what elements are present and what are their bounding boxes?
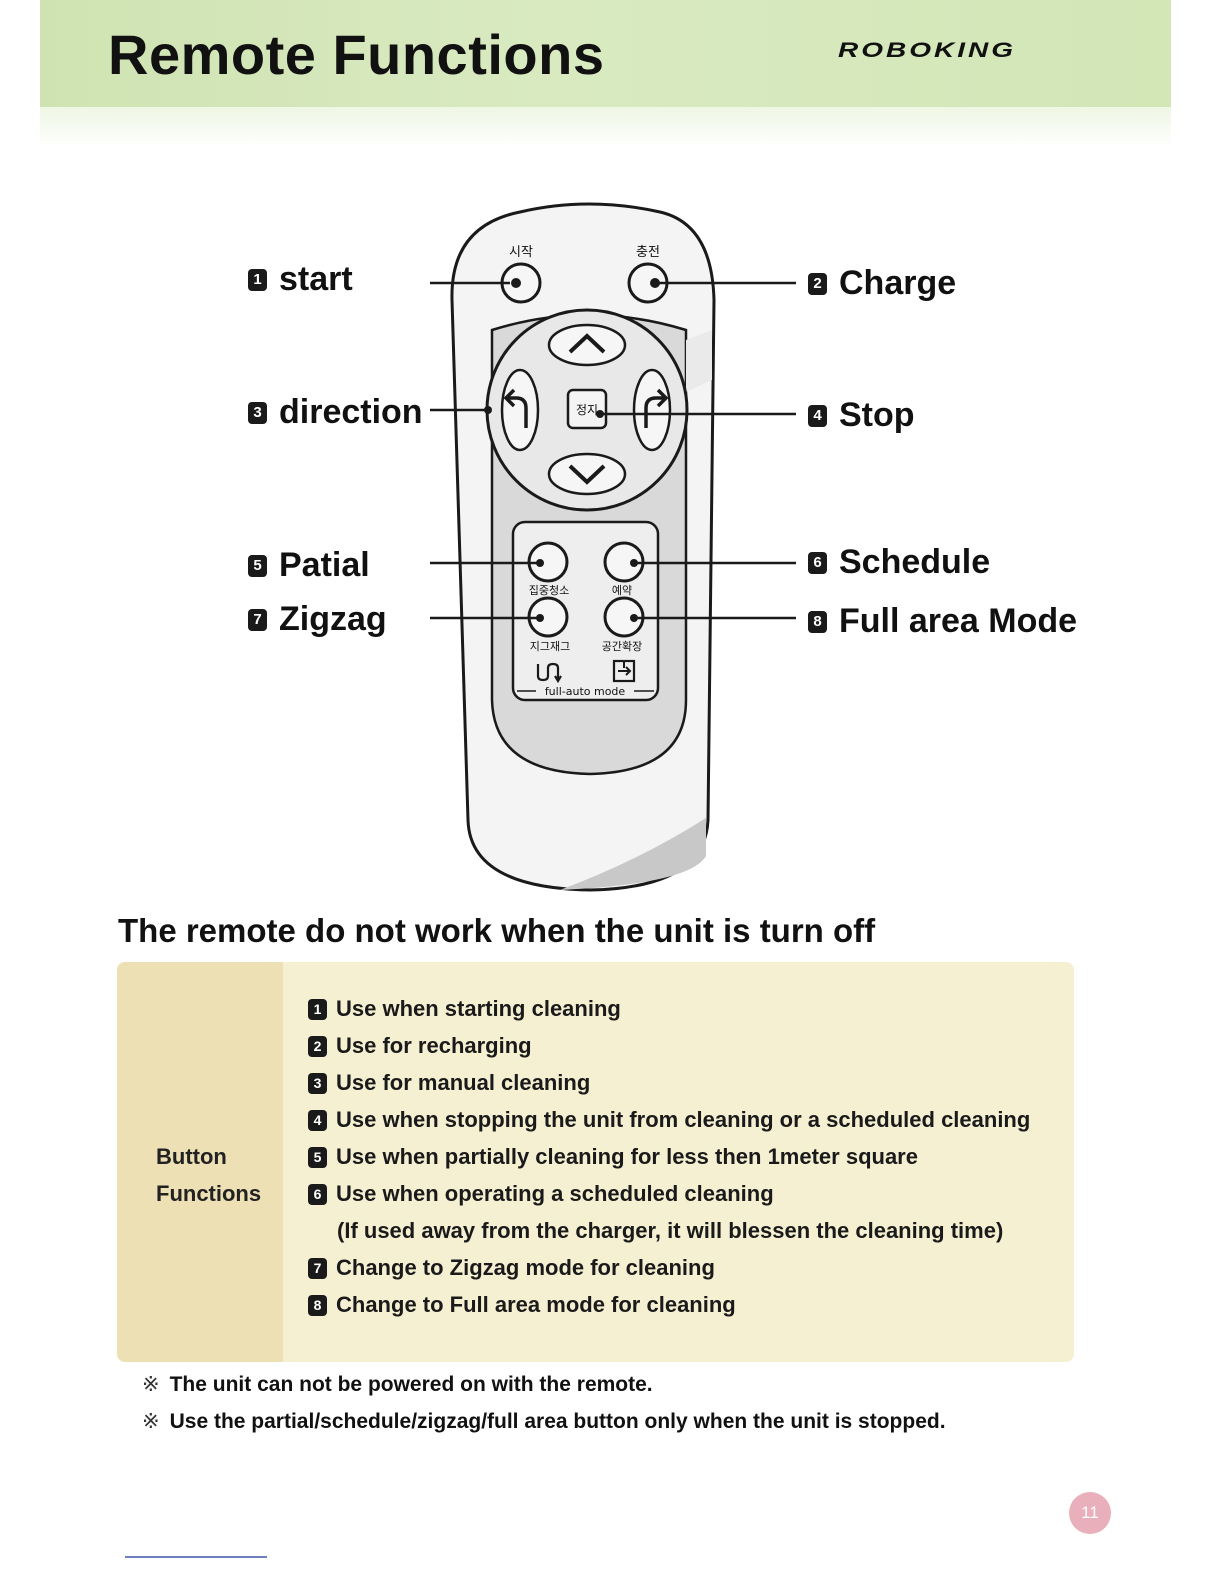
function-row: 5 Use when partially cleaning for less th…	[308, 1144, 918, 1170]
header-banner	[40, 0, 1171, 107]
callout-number: 7	[248, 608, 267, 631]
row-number: 4	[308, 1109, 327, 1131]
function-row: 2 Use for recharging	[308, 1033, 532, 1059]
function-row: 7 Change to Zigzag mode for cleaning	[308, 1255, 715, 1281]
note-text: Use the partial/schedule/zigzag/full are…	[169, 1410, 946, 1433]
page-title: Remote Functions	[108, 23, 605, 86]
function-row: 4 Use when stopping the unit from cleanin…	[308, 1107, 1030, 1133]
zigzag-mode-icon	[536, 662, 562, 684]
callout-start: 1 start	[248, 260, 353, 299]
footnote: ※ Use the partial/schedule/zigzag/full ar…	[142, 1409, 946, 1434]
row-number: 5	[308, 1146, 327, 1168]
leader-lines	[430, 281, 796, 620]
page-number: 11	[1069, 1492, 1111, 1534]
button-functions-table: Button Functions 1 Use when starting clea…	[117, 962, 1074, 1362]
row-text: Change to Zigzag mode for cleaning	[336, 1255, 715, 1280]
row-number: 8	[308, 1294, 327, 1316]
row-number: 1	[308, 998, 327, 1020]
footnote: ※ The unit can not be powered on with the…	[142, 1372, 653, 1397]
callout-number: 1	[248, 268, 267, 291]
callout-number: 2	[808, 272, 827, 295]
row-text: Change to Full area mode for cleaning	[336, 1292, 736, 1317]
brand-logo: ROBOKING	[838, 38, 1016, 62]
warning-heading: The remote do not work when the unit is …	[118, 912, 876, 949]
callout-schedule: 6 Schedule	[808, 543, 990, 582]
row-text: Use for manual cleaning	[336, 1070, 591, 1095]
row-number: 2	[308, 1035, 327, 1057]
partial-button-label: 집중청소	[529, 584, 569, 597]
callout-label: Charge	[839, 264, 957, 302]
remote-illustration: 정지 시작 충전 집중청소 예약 지그재그 공간확장 full-auto mod…	[430, 202, 796, 892]
callout-label: Full area Mode	[839, 602, 1078, 640]
start-button-label: 시작	[509, 245, 533, 260]
function-row-note: (If used away from the charger, it will …	[337, 1218, 1003, 1244]
callout-label: Zigzag	[279, 600, 387, 638]
callout-charge: 2 Charge	[808, 264, 956, 303]
schedule-button-label: 예약	[612, 583, 632, 597]
row-text: Use when stopping the unit from cleaning…	[336, 1107, 1031, 1132]
footer-rule	[125, 1556, 267, 1558]
callout-label: Schedule	[839, 543, 991, 581]
callout-label: direction	[279, 393, 423, 431]
row-text: (If used away from the charger, it will …	[337, 1218, 1004, 1243]
left-turn-button	[500, 368, 540, 452]
row-number: 3	[308, 1072, 327, 1094]
header-fade	[40, 107, 1171, 147]
function-row: 3 Use for manual cleaning	[308, 1070, 590, 1096]
callout-number: 3	[248, 401, 267, 424]
row-text: Use when partially cleaning for less the…	[336, 1144, 918, 1169]
callout-label: Patial	[279, 546, 370, 584]
function-row: 6 Use when operating a scheduled cleaning	[308, 1181, 774, 1207]
table-heading-cell: Button Functions	[117, 962, 283, 1362]
charge-button-label: 충전	[636, 245, 660, 260]
callout-number: 8	[808, 610, 827, 633]
row-number: 7	[308, 1257, 327, 1279]
full-auto-mode-text: full-auto mode	[545, 685, 626, 698]
callout-number: 4	[808, 404, 827, 427]
callout-number: 6	[808, 551, 827, 574]
function-row: 8 Change to Full area mode for cleaning	[308, 1292, 736, 1318]
table-heading-line2: Functions	[156, 1181, 262, 1206]
right-turn-button	[632, 368, 672, 452]
row-number: 6	[308, 1183, 327, 1205]
note-text: The unit can not be powered on with the …	[169, 1373, 653, 1396]
callout-partial: 5 Patial	[248, 546, 370, 585]
row-text: Use when operating a scheduled cleaning	[336, 1181, 774, 1206]
row-text: Use when starting cleaning	[336, 996, 621, 1021]
table-heading-line1: Button	[156, 1144, 227, 1169]
note-mark: ※	[142, 1373, 160, 1396]
callout-number: 5	[248, 554, 267, 577]
table-heading: Button Functions	[156, 1138, 261, 1212]
row-text: Use for recharging	[336, 1033, 532, 1058]
callout-stop: 4 Stop	[808, 396, 915, 435]
callout-full-area-mode: 8 Full area Mode	[808, 602, 1077, 641]
full-area-button-label: 공간확장	[602, 640, 642, 653]
up-button	[547, 323, 627, 367]
function-row: 1 Use when starting cleaning	[308, 996, 621, 1022]
callout-direction: 3 direction	[248, 393, 423, 432]
note-mark: ※	[142, 1410, 160, 1433]
callout-zigzag: 7 Zigzag	[248, 600, 387, 639]
stop-button	[566, 388, 608, 430]
zigzag-button-label: 지그재그	[530, 640, 570, 653]
callout-label: start	[279, 260, 353, 298]
stop-button-label: 정지	[576, 403, 598, 417]
down-button	[547, 452, 627, 496]
callout-label: Stop	[839, 396, 915, 434]
